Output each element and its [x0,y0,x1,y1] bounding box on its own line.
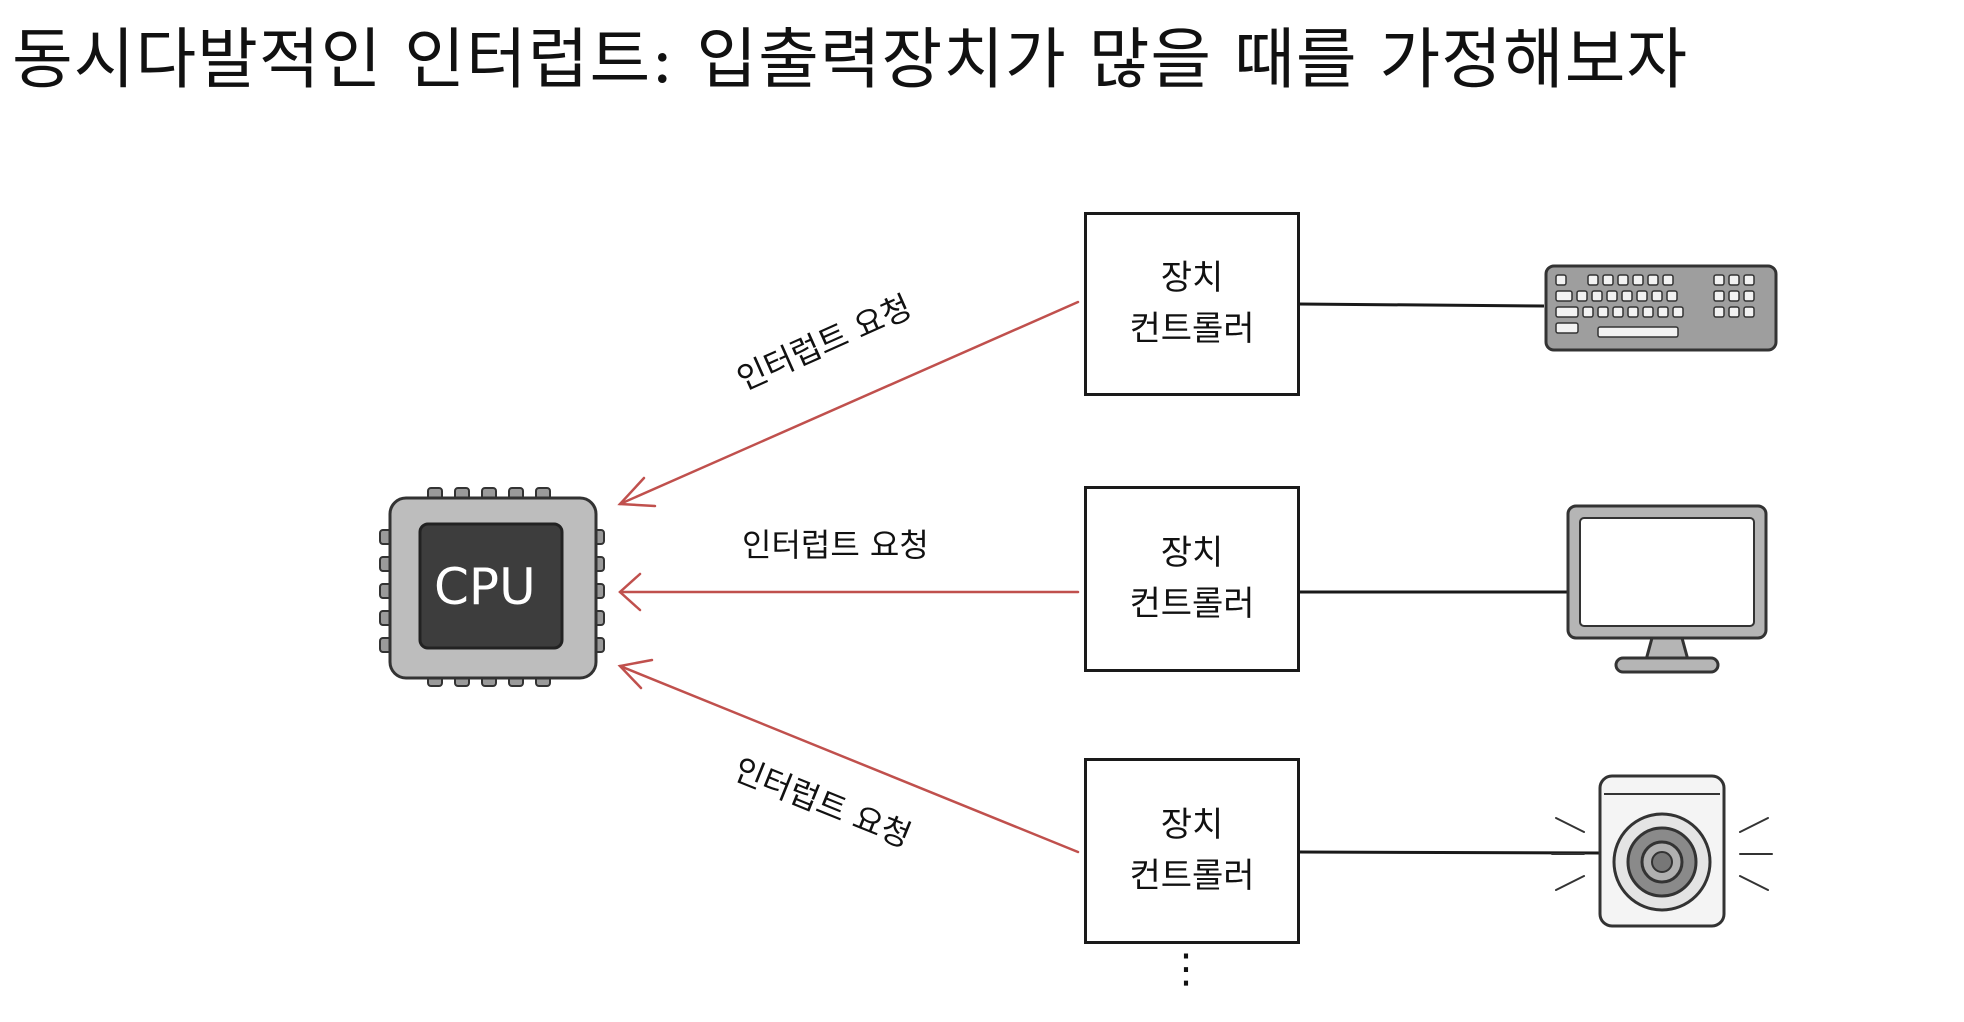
arrow-1-head [617,476,657,508]
controller-line1: 장치 [1160,533,1224,573]
speaker-icon [1551,774,1773,928]
interrupt-request-label-2: 인터럽트 요청 [742,526,929,564]
controller-line1: 장치 [1160,258,1224,298]
monitor-icon [1566,504,1768,674]
controller-line2: 컨트롤러 [1129,856,1255,896]
arrow-3-head [617,658,654,690]
arrow-1 [618,300,1080,506]
device-controller-2: 장치 컨트롤러 [1084,486,1300,672]
arrow-3 [618,664,1080,854]
cpu-label: CPU [434,558,536,616]
more-devices-ellipsis: ⋮ [1166,946,1206,992]
device-connectors [1297,302,1603,855]
controller-line1: 장치 [1160,805,1224,845]
device-controller-1: 장치 컨트롤러 [1084,212,1300,396]
arrow-2-head [618,572,642,612]
device-controller-3: 장치 컨트롤러 [1084,758,1300,944]
keyboard-icon [1544,264,1778,352]
interrupt-arrows [617,300,1080,854]
connector-3 [1297,850,1603,855]
page-title: 동시다발적인 인터럽트: 입출력장치가 많을 때를 가정해보자 [12,21,1689,98]
controller-line2: 컨트롤러 [1129,584,1255,624]
controller-line2: 컨트롤러 [1129,309,1255,349]
connector-1 [1297,302,1545,308]
cpu-chip [379,487,605,687]
